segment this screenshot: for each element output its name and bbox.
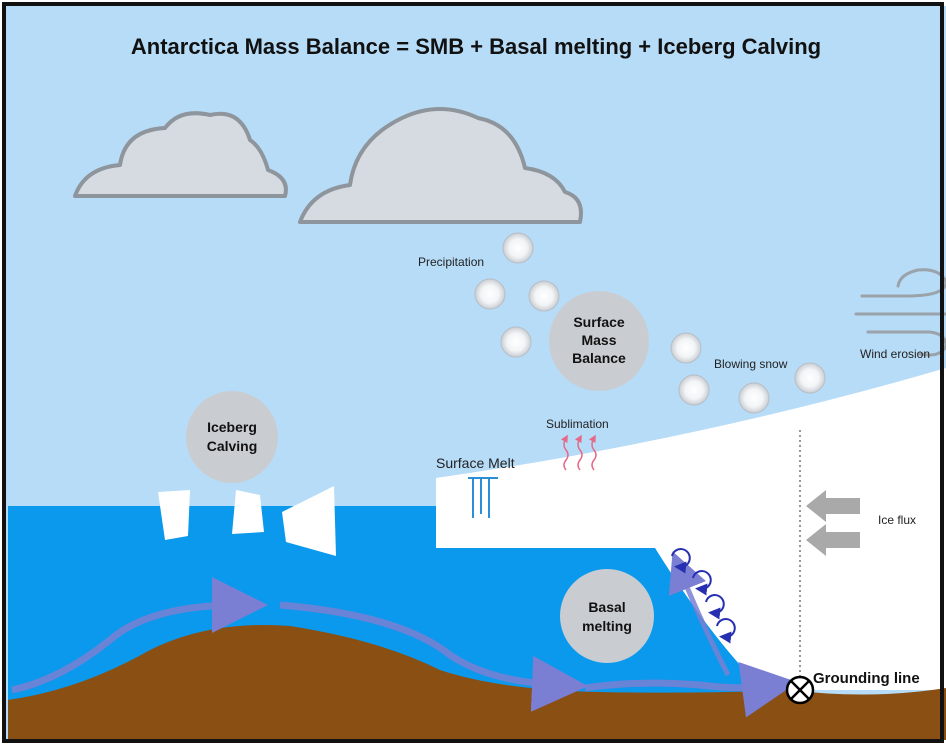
current-arrow [584,661,798,718]
blowing-snow-label: Blowing snow [714,357,788,371]
basal-bubble [560,569,654,663]
ice-flux-arrow-icon [806,490,860,556]
basal-label-line2: melting [582,618,632,634]
iceberg-bubble [186,391,278,483]
cloud-icon [73,111,288,198]
surface-melt-label: Surface Melt [436,455,515,471]
precipitation-label: Precipitation [418,255,484,269]
smb-bubble [549,291,649,391]
sublimation-label: Sublimation [546,417,609,431]
cloud-icon [298,107,583,224]
smb-label-line2: Mass [581,332,616,348]
smb-label-line1: Surface [573,314,625,330]
page-title: Antarctica Mass Balance = SMB + Basal me… [131,34,821,59]
bedrock [8,625,946,740]
vortex-icon [671,548,736,644]
snowflake-icon [474,232,826,414]
current-arrow [668,551,731,677]
current-arrow [279,601,588,712]
basal-label-line1: Basal [588,599,625,615]
ice-flux-label: Ice flux [878,513,916,527]
ice-sheet [436,368,946,690]
iceberg [232,490,264,534]
iceberg-label-line1: Iceberg [207,419,257,435]
wind-erosion-label: Wind erosion [860,347,930,361]
iceberg-label-line2: Calving [207,438,258,454]
iceberg [282,486,336,556]
smb-label-line3: Balance [572,350,626,366]
current-arrow [11,577,268,694]
meltwater-icon [468,477,498,518]
iceberg [158,490,190,540]
grounding-line-label: Grounding line [813,670,920,687]
sublimation-wave-icon [560,434,597,471]
grounding-line-marker-icon [785,675,815,705]
